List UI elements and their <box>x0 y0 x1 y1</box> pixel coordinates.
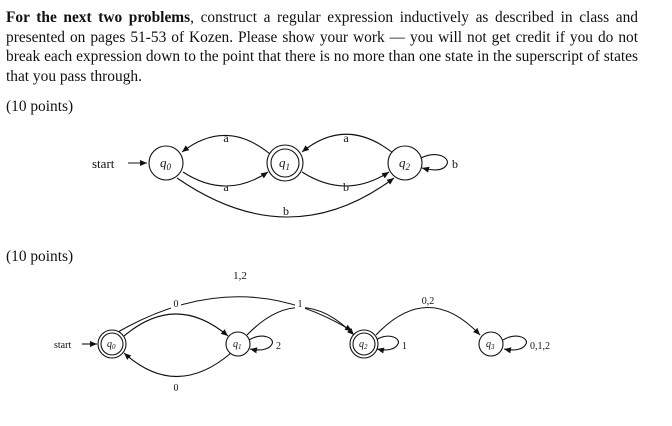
edge-q2-q1-a <box>301 133 394 154</box>
label-q1-q2: b <box>343 180 349 194</box>
label-q0-q1: a <box>223 180 229 194</box>
automaton-2: start 1,2 0 1 0 2 1 0,2 0,1,2 q0 q1 <box>54 270 550 394</box>
label-q1-q2: 1 <box>298 299 303 310</box>
loop-q1-2 <box>248 335 273 354</box>
label-q2-q3: 0,2 <box>422 296 435 307</box>
label-q0-q2: 1,2 <box>233 270 247 282</box>
label-q3-loop: 0,1,2 <box>530 341 550 352</box>
instructions-lead: For the next two problems <box>6 9 191 26</box>
label-q2-loop: b <box>452 157 458 171</box>
label-q1-q0: 0 <box>174 383 179 394</box>
state2-q3: q3 <box>478 331 504 357</box>
state-q2: q2 <box>387 145 423 181</box>
label-q1-loop: 2 <box>276 341 281 352</box>
problem2-points: (10 points) <box>6 248 74 265</box>
problem1-points: (10 points) <box>6 98 74 115</box>
svg-text:q1: q1 <box>233 339 242 351</box>
label-q2-q1: a <box>343 131 349 145</box>
loop-q3-012 <box>502 335 527 354</box>
state-q0: q0 <box>148 145 184 181</box>
state-q1-accepting: q1 <box>266 144 304 182</box>
edge-q1-q0-a <box>181 135 271 155</box>
problem-instructions: For the next two problems, construct a r… <box>6 8 638 86</box>
svg-text:q2: q2 <box>359 339 368 351</box>
edge-q1-q0-0 <box>123 352 232 378</box>
edge-q1-q2-1 <box>246 306 355 336</box>
svg-text:q2: q2 <box>399 155 411 172</box>
svg-text:q3: q3 <box>486 339 495 351</box>
start-label-2: start <box>54 340 71 351</box>
state2-q0-accepting: q0 <box>97 329 127 359</box>
loop-q2-b <box>420 154 448 173</box>
svg-text:q1: q1 <box>279 155 290 172</box>
label-q0-q2: b <box>283 204 289 218</box>
label-q0-q1: 0 <box>174 299 179 310</box>
edge-q0-q2-b <box>176 177 395 218</box>
label-q2-loop: 1 <box>402 341 407 352</box>
automaton-1: start a a a b b b q0 q1 q2 <box>92 131 458 218</box>
label-q1-q0: a <box>223 131 229 145</box>
edge-q0-q1-0 <box>123 313 229 337</box>
svg-text:q0: q0 <box>160 155 172 172</box>
edge-q0-q1-a <box>182 171 269 187</box>
loop-q2-1 <box>375 335 399 354</box>
start-label-1: start <box>92 156 115 171</box>
edge-q1-q2-b <box>301 171 390 187</box>
edge-q0-q2-12 <box>117 296 353 333</box>
svg-text:q0: q0 <box>107 339 116 351</box>
edge-q2-q3-02 <box>375 306 481 336</box>
state2-q2-accepting: q2 <box>349 329 379 359</box>
instructions-text: , construct a regular expression inducti… <box>6 9 638 85</box>
state2-q1: q1 <box>225 331 251 357</box>
